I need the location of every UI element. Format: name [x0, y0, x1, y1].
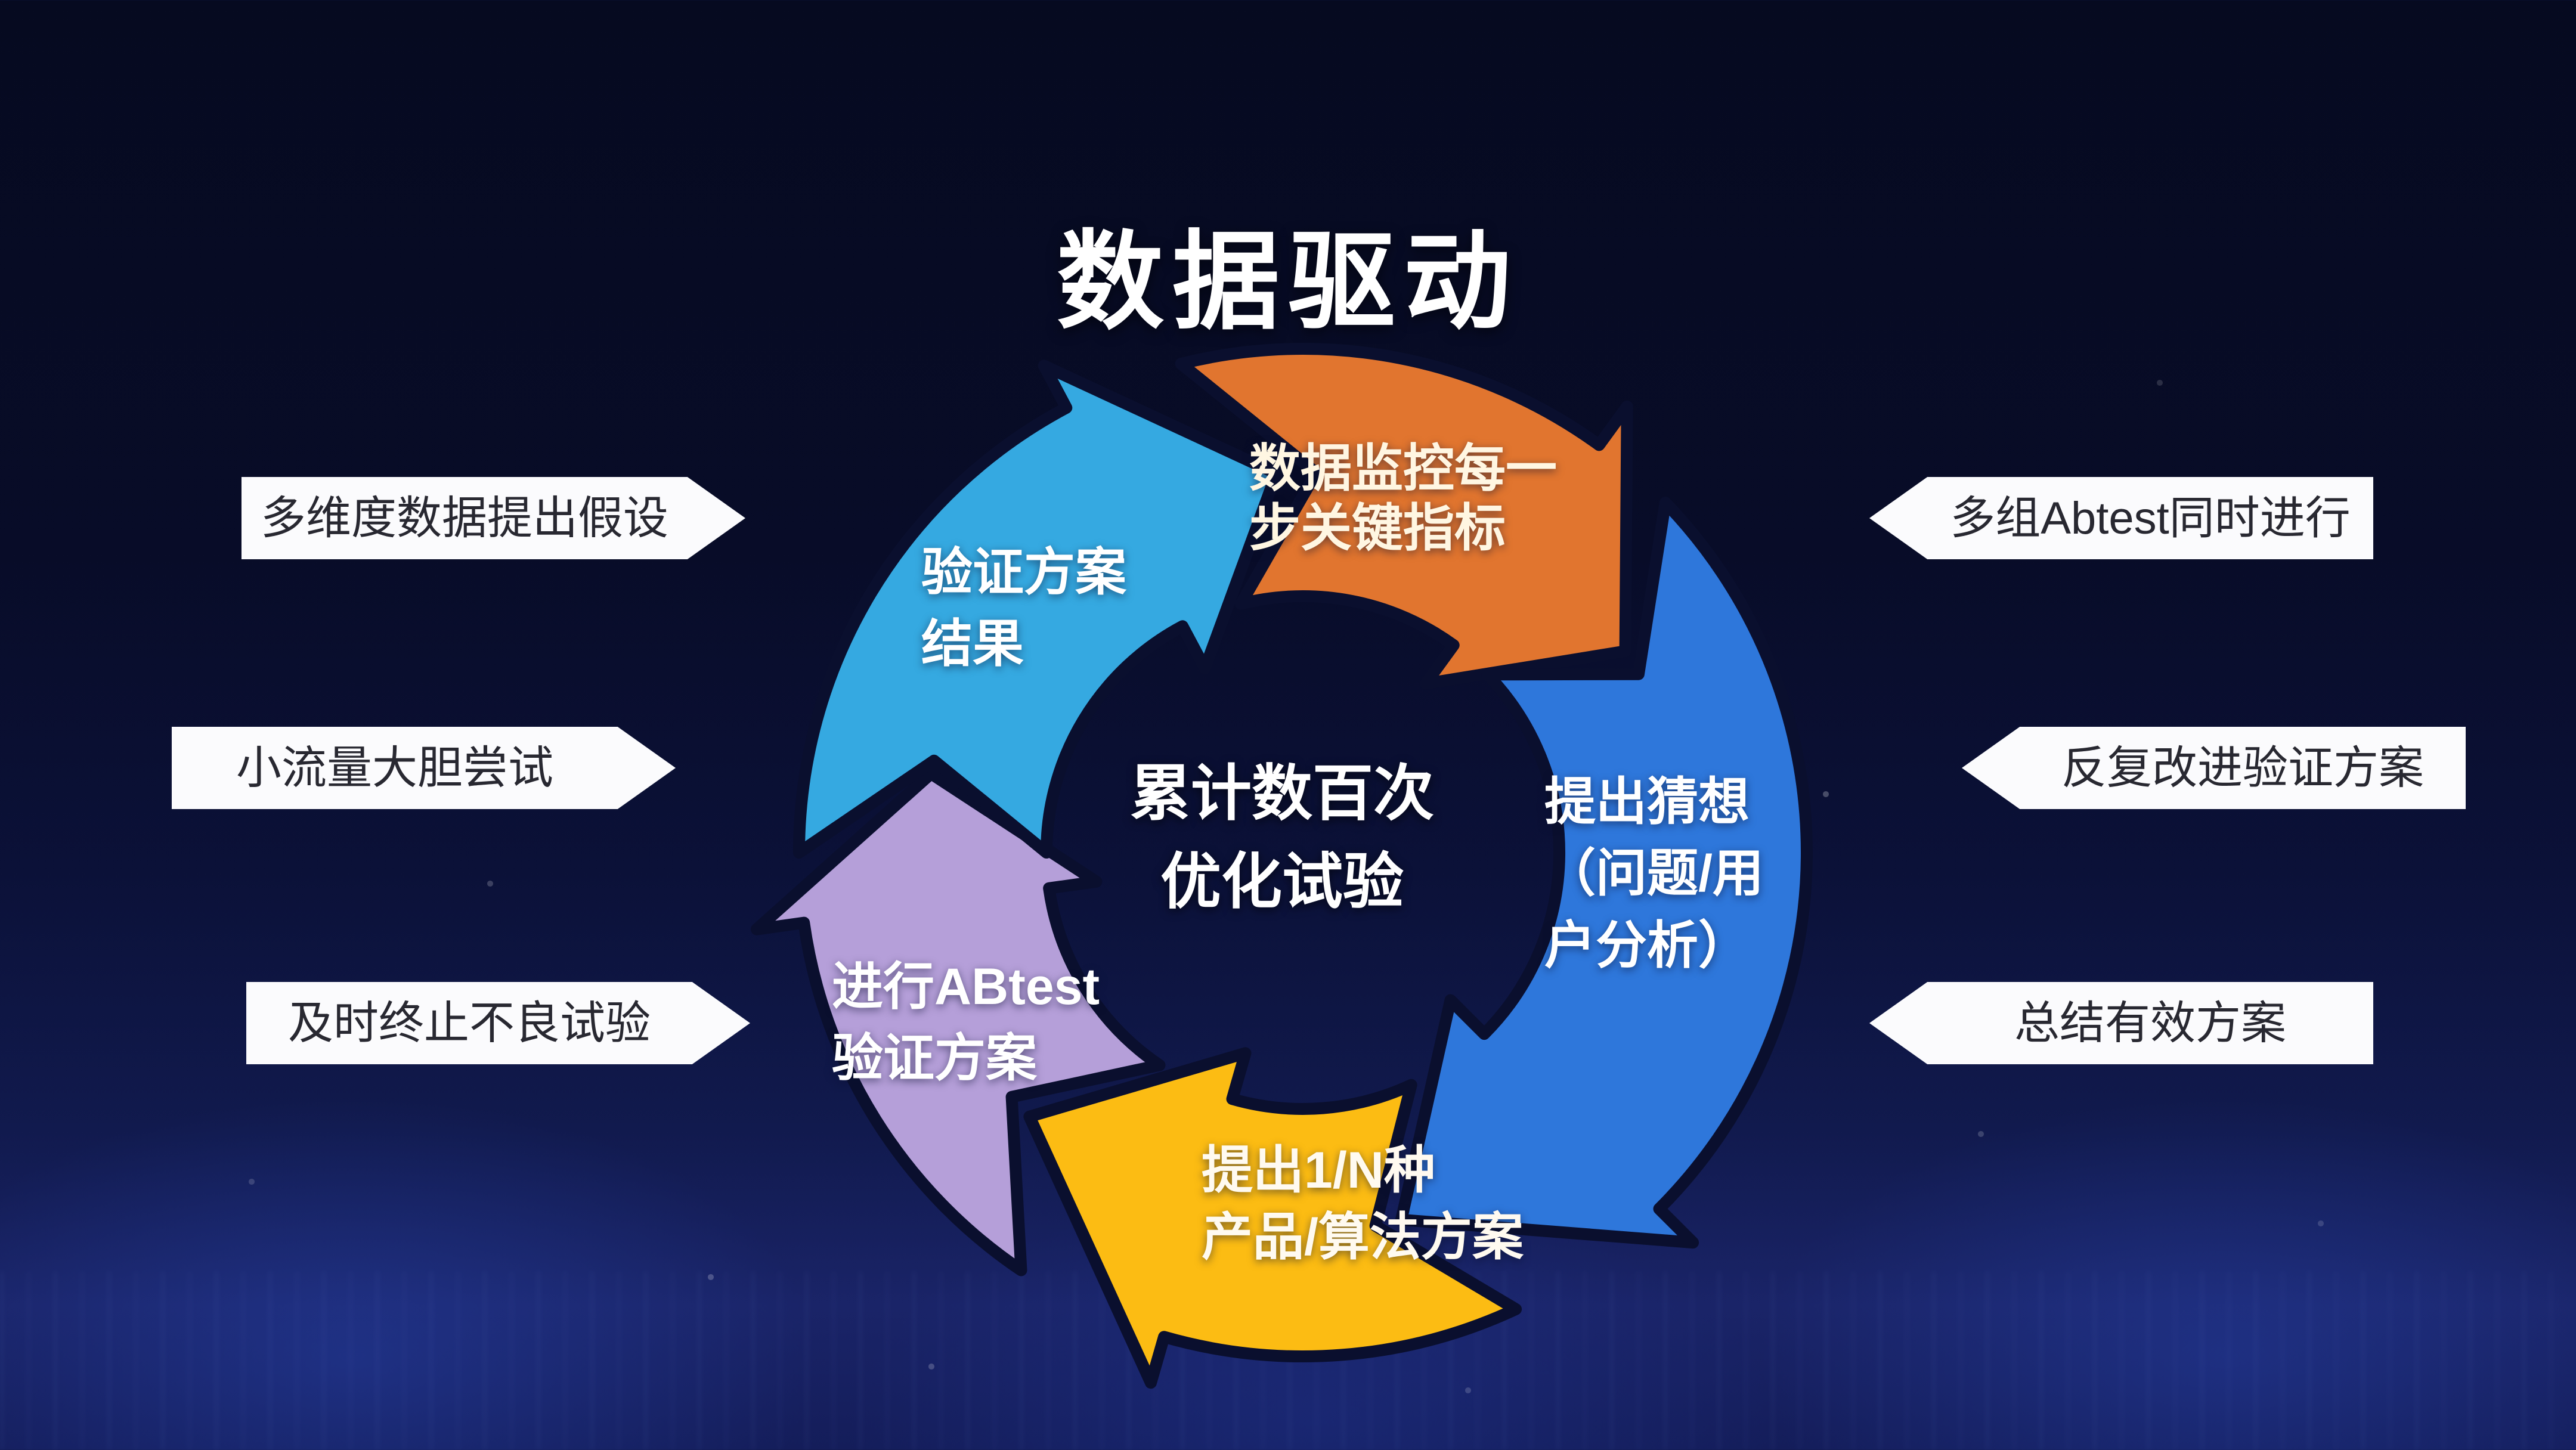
cycle-step-abtest-label: 进行ABtest 验证方案 — [832, 958, 1100, 1088]
cycle-step-propose-label: 提出1/N种 产品/算法方案 — [1202, 1142, 1524, 1266]
cycle-step-monitor-label: 数据监控每一 步关键指标 — [1249, 440, 1557, 557]
callout-banner-left-2: 小流量大胆尝试 — [172, 727, 676, 809]
cycle-arrow-hypothesis — [1395, 497, 1813, 1249]
callout-banner-right-3: 总结有效方案 — [1869, 982, 2373, 1064]
callout-banner-left-3: 及时终止不良试验 — [246, 982, 750, 1064]
cycle-center-label: 累计数百次 优化试验 — [1130, 760, 1434, 916]
cycle-arrow-propose — [1023, 1047, 1522, 1389]
cycle-arrow-verify — [793, 360, 1283, 859]
callout-banner-right-1: 多组Abtest同时进行 — [1869, 477, 2373, 559]
cycle-step-verify-label: 验证方案 结果 — [921, 544, 1126, 673]
cycle-arrow-monitor — [1175, 343, 1633, 690]
cycle-step-hypothesis-label: 提出猜想 （问题/用 户分析） — [1544, 773, 1764, 974]
page-title: 数据驱动 — [1056, 222, 1519, 342]
callout-banner-right-2: 反复改进验证方案 — [1962, 727, 2466, 809]
cycle-arrow-abtest — [751, 767, 1166, 1277]
callout-banner-left-1: 多维度数据提出假设 — [242, 477, 745, 559]
